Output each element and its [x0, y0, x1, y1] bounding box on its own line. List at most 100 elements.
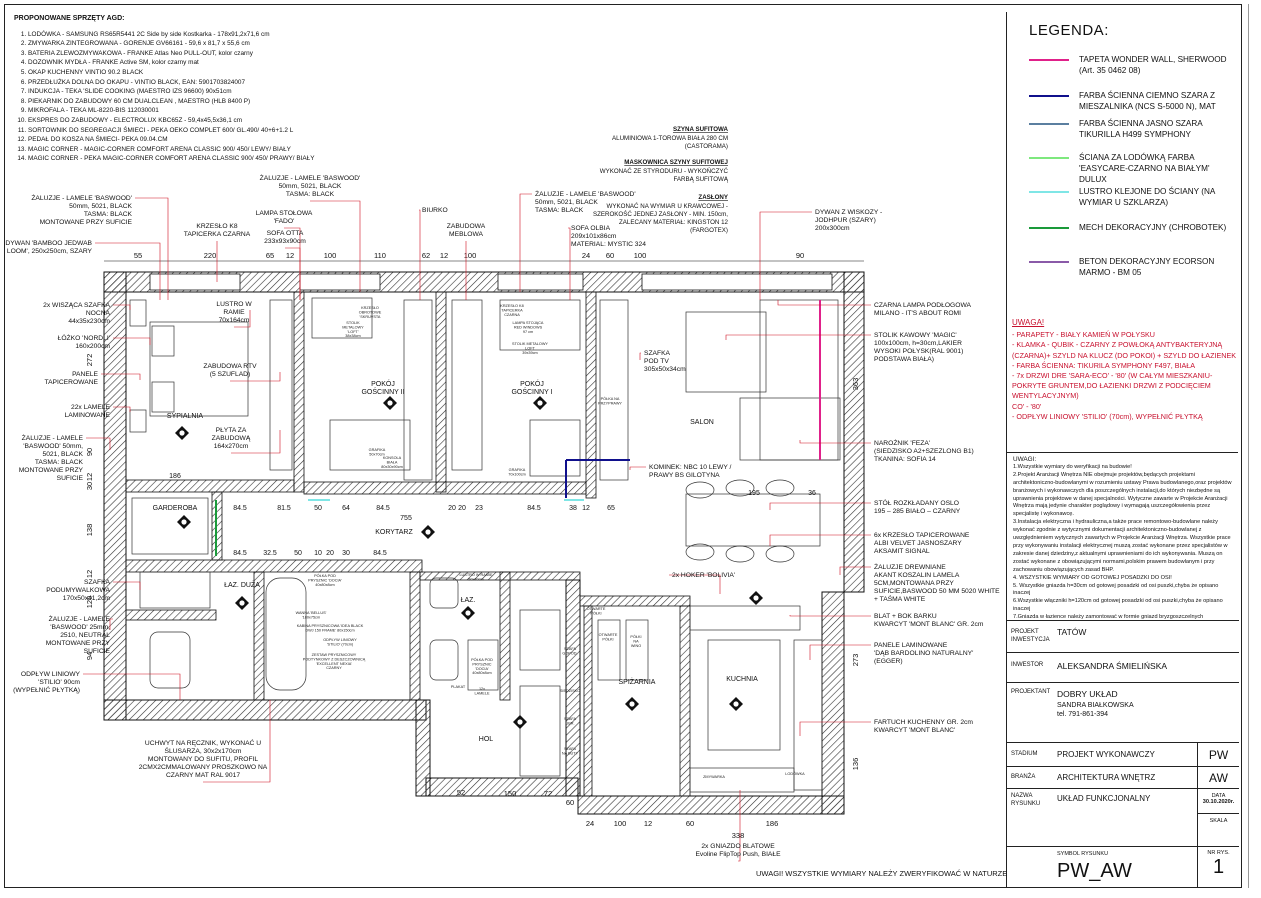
general-note-line: 4. WSZYSTKIE WYMIARY OD GOTOWEJ POSADZKI… [1013, 574, 1172, 581]
callout-label: ŻALUZJE - LAMELE 'BASWOOD'50mm, 5021, BL… [260, 173, 361, 198]
red-notes-lines: - PARAPETY - BIAŁY KAMIEŃ W POŁYSKU- KLA… [1012, 330, 1238, 422]
dimension-left: 12 [85, 570, 94, 578]
appliance-item: EKSPRES DO ZABUDOWY - ELECTROLUX KBC65Z … [28, 116, 344, 126]
tb-designer: PROJEKTANT DOBRY UKŁAD SANDRA BIAŁKOWSKA… [1007, 682, 1239, 742]
leader-line [231, 430, 281, 454]
elevation-marker-icon [533, 396, 547, 410]
dimension-left: 120 [85, 596, 94, 609]
callout-label: ŻALUZJE - LAMELE 'BASWOOD'50mm, 5021, BL… [31, 193, 132, 226]
leader-line [234, 310, 251, 328]
dimension-top: 65 [266, 251, 274, 260]
tb-branch: BRANŻA ARCHITEKTURA WNĘTRZ AW [1007, 766, 1239, 788]
red-note-line: - ODPŁYW LINIOWY 'STILIO' (70cm), WYPEŁN… [1012, 411, 1203, 421]
elevation-marker-icon [421, 525, 435, 539]
callout-label: PANELE LAMINOWANE'DĄB BARDOLINO NATURALN… [874, 642, 973, 665]
dimension-top: 100 [634, 251, 647, 260]
appliance-item: ZMYWARKA ZINTEGROWANA - GORENJE GV66161 … [28, 39, 344, 49]
tb-project: PROJEKT INWESTYCJA TATÓW [1007, 620, 1239, 652]
dimension-top: 100 [464, 251, 477, 260]
red-notes-title: UWAGA! [1012, 318, 1045, 327]
leader-line [135, 197, 169, 300]
dimension-right: 363 [851, 378, 860, 391]
leader-line [738, 790, 741, 862]
general-note-line: 1.Wszystkie wymiary do weryfikacji na bu… [1013, 463, 1132, 470]
leader-line [799, 440, 871, 444]
rail-mask-title: MASKOWNICA SZYNY SUFITOWEJ [624, 159, 728, 166]
curtains-text: WYKONAĆ NA WYMIAR U KRAWCOWEJ -SZEROKOŚĆ… [593, 203, 729, 234]
room-label: KORYTARZ [375, 529, 413, 536]
tb-investor-value: ALEKSANDRA ŚMIELIŃSKA [1057, 661, 1168, 671]
tb-number-label: NR RYS. [1207, 850, 1230, 856]
dimension-top: 24 [582, 251, 590, 260]
leader-lines [83, 193, 871, 862]
legend-text: FARBA ŚCIENNA CIEMNO SZARA Z MIESZALNIKA… [1079, 91, 1216, 111]
drawing-sheet [4, 4, 1242, 888]
leader-line [639, 352, 641, 360]
elevation-marker-icon [749, 591, 763, 605]
dimension-inner: 50 [294, 550, 302, 557]
dimension-inner: 84.5 [233, 505, 247, 512]
dimension-inner: 32.5 [263, 550, 277, 557]
tb-designer-phone: tel. 791-861-394 [1057, 711, 1108, 718]
title-block: PROJEKT INWESTYCJA TATÓW INWESTOR ALEKSA… [1006, 620, 1239, 888]
tb-branch-label: BRANŻA [1011, 774, 1036, 780]
legend-swatch [1029, 157, 1069, 159]
dimension-top: 55 [134, 251, 142, 260]
dimension-inner: 84.5 [373, 550, 387, 557]
room-label: SALON [690, 419, 714, 426]
appliance-item: MAGIC CORNER - PEKA MAGIC-CORNER COMFORT… [28, 154, 344, 164]
leader-line [203, 700, 271, 783]
leader-line [629, 466, 646, 470]
elevation-marker-icon [383, 396, 397, 410]
leader-line [109, 618, 113, 630]
furniture-label: PLAKAT [451, 685, 466, 689]
dimension-bottom: 72 [544, 789, 552, 798]
callout-label: 2x HOKER 'BOLIVIA' [672, 572, 735, 579]
room-label: GARDEROBA [153, 505, 198, 512]
legend-swatch [1029, 191, 1069, 193]
finish-lines [215, 300, 821, 556]
dimension-inner: 10 [314, 550, 322, 557]
legend-panel: LEGENDA: TAPETA WONDER WALL, SHERWOOD (A… [1006, 12, 1238, 454]
callout-label: ZABUDOWA RTV(5 SZUFLAD) [203, 363, 257, 378]
appliance-item: PEDAŁ DO KOSZA NA ŚMIECI- PEKA 09.04.CM [28, 135, 344, 145]
red-note-line: - FARBA ŚCIENNA: TIKURILA SYMPHONY F497,… [1012, 360, 1196, 370]
room-label: KUCHNIA [726, 676, 758, 683]
dimension-bottom: 24 [586, 819, 594, 828]
legend-item: LUSTRO KLEJONE DO ŚCIANY (NA WYMIAR U SZ… [1029, 186, 1235, 208]
callout-label: DYWAN Z WISKOZY -JODHPUR (SZARY)200x300c… [815, 209, 882, 232]
general-note-line: 2.Projekt Aranżacji Wnętrza NIE obejmuje… [1013, 471, 1232, 518]
leader-line [230, 372, 281, 382]
appliance-item: MIKROFALA - TEKA ML-8220-BIS 112030001 [28, 106, 344, 116]
tb-drawing-name: NAZWA RYSUNKU UKŁAD FUNKCJONALNY DATA 30… [1007, 788, 1239, 846]
callout-label: BIURKO [422, 207, 448, 214]
elevation-marker-icon [235, 596, 249, 610]
elevation-marker-icon [625, 697, 639, 711]
dimension-left: 30 [85, 482, 94, 490]
furniture-label: SIEDZISKO [560, 689, 580, 693]
furniture-label: ZMYWARKA [703, 775, 725, 779]
callout-label: ŻALUZJE - LAMELE'BASWOOD' 50mm,5021, BLA… [19, 433, 84, 482]
dimension-bottom: 100 [614, 819, 627, 828]
callouts: ŻALUZJE - LAMELE 'BASWOOD'50mm, 5021, BL… [5, 173, 1000, 858]
leader-line [113, 337, 151, 345]
tb-project-label: PROJEKT INWESTYCJA [1011, 629, 1050, 643]
dimension-top: 90 [796, 251, 804, 260]
leader-line [101, 373, 141, 380]
dimension-inner: 36 [808, 490, 816, 497]
